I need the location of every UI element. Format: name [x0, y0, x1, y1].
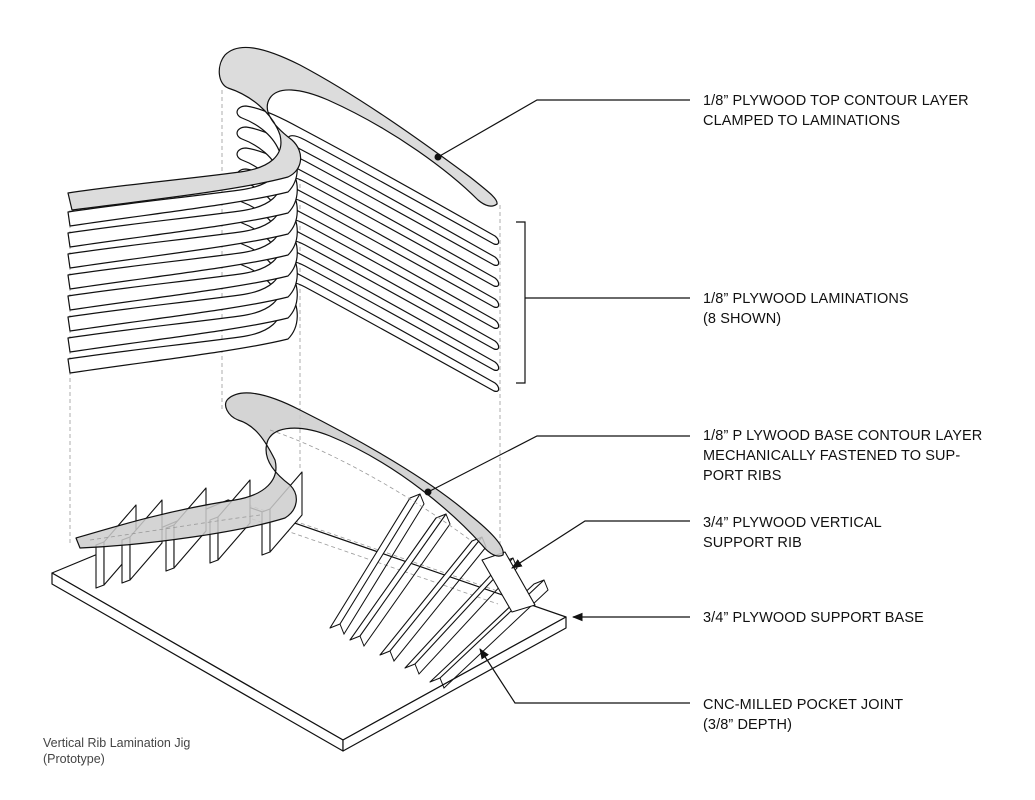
caption-subtitle: (Prototype) — [43, 752, 105, 766]
pocket-joint-line-2: (3/8” DEPTH) — [703, 717, 793, 733]
leader-lines — [424, 99, 690, 704]
figure-caption: Vertical Rib Lamination Jig (Prototype) — [43, 735, 190, 767]
support-rib — [329, 493, 425, 636]
base-contour-line-2: MECHANICALLY FASTENED TO SUP- — [703, 448, 961, 464]
base-contour-line-1: 1/8” P LYWOOD BASE CONTOUR LAYER — [703, 428, 983, 444]
pocket-joint-line-1: CNC-MILLED POCKET JOINT — [703, 697, 904, 713]
base-contour-callout: 1/8” P LYWOOD BASE CONTOUR LAYER MECHANI… — [703, 426, 982, 486]
vertical-rib-line-1: 3/4” PLYWOOD VERTICAL — [703, 515, 882, 531]
top-contour-line-2: CLAMPED TO LAMINATIONS — [703, 113, 901, 129]
base-contour-line-3: PORT RIBS — [703, 468, 782, 484]
laminations-callout: 1/8” PLYWOOD LAMINATIONS (8 SHOWN) — [703, 289, 909, 329]
support-base-callout: 3/4” PLYWOOD SUPPORT BASE — [703, 608, 924, 628]
pocket-joint-callout: CNC-MILLED POCKET JOINT (3/8” DEPTH) — [703, 695, 903, 735]
support-base-line-1: 3/4” PLYWOOD SUPPORT BASE — [703, 610, 924, 626]
support-rib — [349, 513, 451, 648]
top-contour-layer — [67, 46, 498, 211]
vertical-rib-callout: 3/4” PLYWOOD VERTICAL SUPPORT RIB — [703, 513, 882, 553]
caption-title: Vertical Rib Lamination Jig — [43, 736, 191, 750]
top-contour-callout: 1/8” PLYWOOD TOP CONTOUR LAYER CLAMPED T… — [703, 91, 969, 131]
laminations-line-1: 1/8” PLYWOOD LAMINATIONS — [703, 291, 909, 307]
laminations-line-2: (8 SHOWN) — [703, 311, 782, 327]
base-contour-layer — [75, 392, 504, 557]
top-contour-line-1: 1/8” PLYWOOD TOP CONTOUR LAYER — [703, 93, 969, 109]
vertical-rib-line-2: SUPPORT RIB — [703, 535, 802, 551]
